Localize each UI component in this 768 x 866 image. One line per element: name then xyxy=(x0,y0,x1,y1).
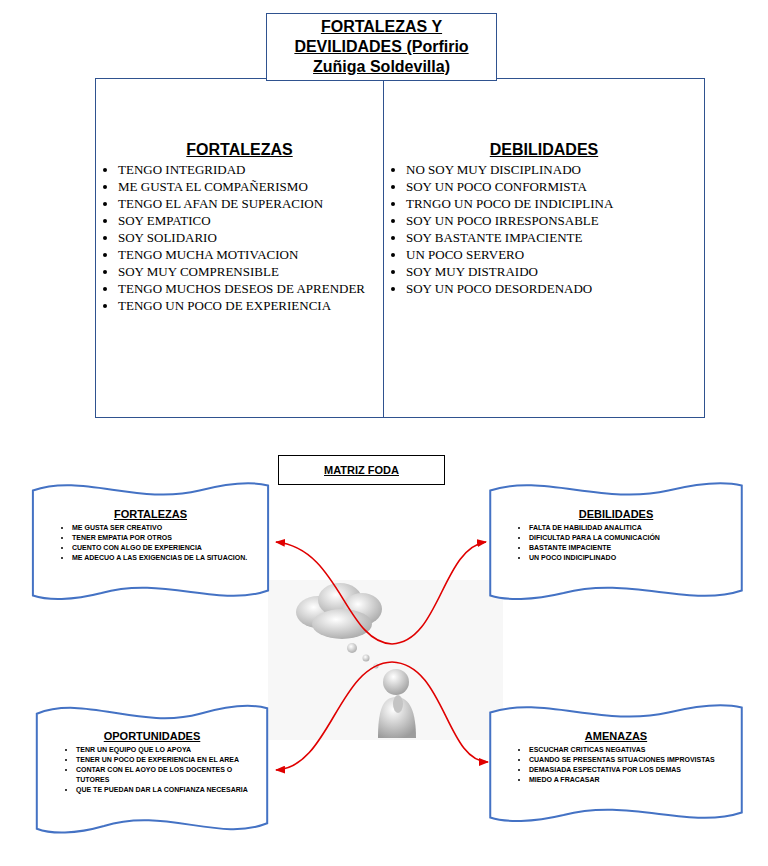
wave-shape xyxy=(490,705,742,821)
bullet-item: NO SOY MUY DISCIPLINADO xyxy=(406,161,696,178)
thought-cloud xyxy=(296,583,382,669)
wave-shape xyxy=(33,483,268,599)
bullet-item: ESCUCHAR CRITICAS NEGATIVAS xyxy=(529,745,725,755)
bullet-item: FALTA DE HABILIDAD ANALITICA xyxy=(529,523,725,533)
bullet-item: SOY UN POCO DESORDENADO xyxy=(406,280,696,297)
bullet-item: UN POCO INDICIPLINADO xyxy=(529,553,725,563)
bullet-item: TENGO UN POCO DE EXPERIENCIA xyxy=(118,297,375,314)
arrow-line xyxy=(392,662,488,762)
bullet-item: DEMASIADA ESPECTATIVA POR LOS DEMAS xyxy=(529,765,725,775)
bullet-item: QUE TE PUEDAN DAR LA CONFIANZA NECESARIA xyxy=(76,785,250,795)
arrow-line xyxy=(276,542,392,644)
bullet-list: NO SOY MUY DISCIPLINADOSOY UN POCO CONFO… xyxy=(392,161,696,297)
bullet-item: UN POCO SERVERO xyxy=(406,246,696,263)
wave-shape xyxy=(37,706,267,833)
section-heading: FORTALEZAS xyxy=(104,141,375,159)
threats-banner: AMENAZAS ESCUCHAR CRITICAS NEGATIVASCUAND… xyxy=(485,700,747,825)
bullet-item: ME ADECUO A LAS EXIGENCIAS DE LA SITUACI… xyxy=(72,553,251,563)
bullet-item: CONTAR CON EL AOYO DE LOS DOCENTES O TUT… xyxy=(76,765,250,785)
opportunities-banner: OPORTUNIDADES TENR UN EQUIPO QUE LO APOYA… xyxy=(32,700,272,837)
weaknesses-column: DEBILIDADESNO SOY MUY DISCIPLINADOSOY UN… xyxy=(383,78,705,418)
bullet-item: SOY SOLIDARIO xyxy=(118,229,375,246)
bullet-item: TENGO INTEGRIDAD xyxy=(118,161,375,178)
bullet-list: TENR UN EQUIPO QUE LO APOYATENER UN POCO… xyxy=(54,745,250,795)
bullet-item: DIFICULTAD PARA LA COMUNICACIÓN xyxy=(529,533,725,543)
box-title: MATRIZ FODA xyxy=(324,464,399,476)
bullet-item: SOY BASTANTE IMPACIENTE xyxy=(406,229,696,246)
section-heading: AMENAZAS xyxy=(507,730,725,742)
bullet-item: ME GUSTA SER CREATIVO xyxy=(72,523,251,533)
bullet-item: SOY UN POCO IRRESPONSABLE xyxy=(406,212,696,229)
bullet-item: BASTANTE IMPACIENTE xyxy=(529,543,725,553)
bullet-item: TENR UN EQUIPO QUE LO APOYA xyxy=(76,745,250,755)
title-box: FORTALEZAS Y DEVILIDADES (Porfirio Zuñig… xyxy=(266,13,497,81)
bullet-item: TENGO EL AFAN DE SUPERACION xyxy=(118,195,375,212)
section-heading: FORTALEZAS xyxy=(50,508,251,520)
bullet-item: TENER UN POCO DE EXPERIENCIA EN EL AREA xyxy=(76,755,250,765)
bullet-item: ME GUSTA EL COMPAÑERISMO xyxy=(118,178,375,195)
bullet-item: MIEDO A FRACASAR xyxy=(529,775,725,785)
matrix-title-box: MATRIZ FODA xyxy=(278,455,445,485)
arrow-line xyxy=(276,662,392,770)
bullet-item: TENGO MUCHOS DESEOS DE APRENDER xyxy=(118,280,375,297)
weaknesses-banner: DEBILIDADES FALTA DE HABILIDAD ANALITICAD… xyxy=(485,478,747,603)
bullet-list: ME GUSTA SER CREATIVOTENER EMPATIA POR O… xyxy=(50,523,251,563)
bullet-item: SOY MUY DISTRAIDO xyxy=(406,263,696,280)
bullet-item: SOY UN POCO CONFORMISTA xyxy=(406,178,696,195)
strengths-column: FORTALEZAS TENGO INTEGRIDADME GUSTA EL CO… xyxy=(95,78,384,418)
section-heading: DEBILIDADES xyxy=(507,508,725,520)
bullet-item: SOY MUY COMPRENSIBLE xyxy=(118,263,375,280)
bullet-item: SOY EMPATICO xyxy=(118,212,375,229)
red-arrows xyxy=(276,542,488,770)
bullet-item: TENER EMPATIA POR OTROS xyxy=(72,533,251,543)
wave-shape xyxy=(490,483,742,599)
bullet-list: ESCUCHAR CRITICAS NEGATIVASCUANDO SE PRE… xyxy=(507,745,725,785)
bullet-item: CUENTO CON ALGO DE EXPERIENCIA xyxy=(72,543,251,553)
strengths-banner: FORTALEZAS ME GUSTA SER CREATIVOTENER EMP… xyxy=(28,478,273,603)
thinking-person xyxy=(378,669,416,738)
bullet-list: FALTA DE HABILIDAD ANALITICADIFICULTAD P… xyxy=(507,523,725,563)
section-heading: OPORTUNIDADES xyxy=(54,730,250,742)
arrow-line xyxy=(392,542,486,644)
bullet-item: TRNGO UN POCO DE INDICIPLINA xyxy=(406,195,696,212)
bullet-item: CUANDO SE PRESENTAS SITUACIONES IMPROVIS… xyxy=(529,755,725,765)
box-title: FORTALEZAS Y DEVILIDADES (Porfirio Zuñig… xyxy=(273,17,490,77)
bullet-list: TENGO INTEGRIDADME GUSTA EL COMPAÑERISMO… xyxy=(104,161,375,314)
bullet-item: TENGO MUCHA MOTIVACION xyxy=(118,246,375,263)
section-heading: DEBILIDADES xyxy=(392,141,696,159)
illustration-ground xyxy=(268,580,503,740)
